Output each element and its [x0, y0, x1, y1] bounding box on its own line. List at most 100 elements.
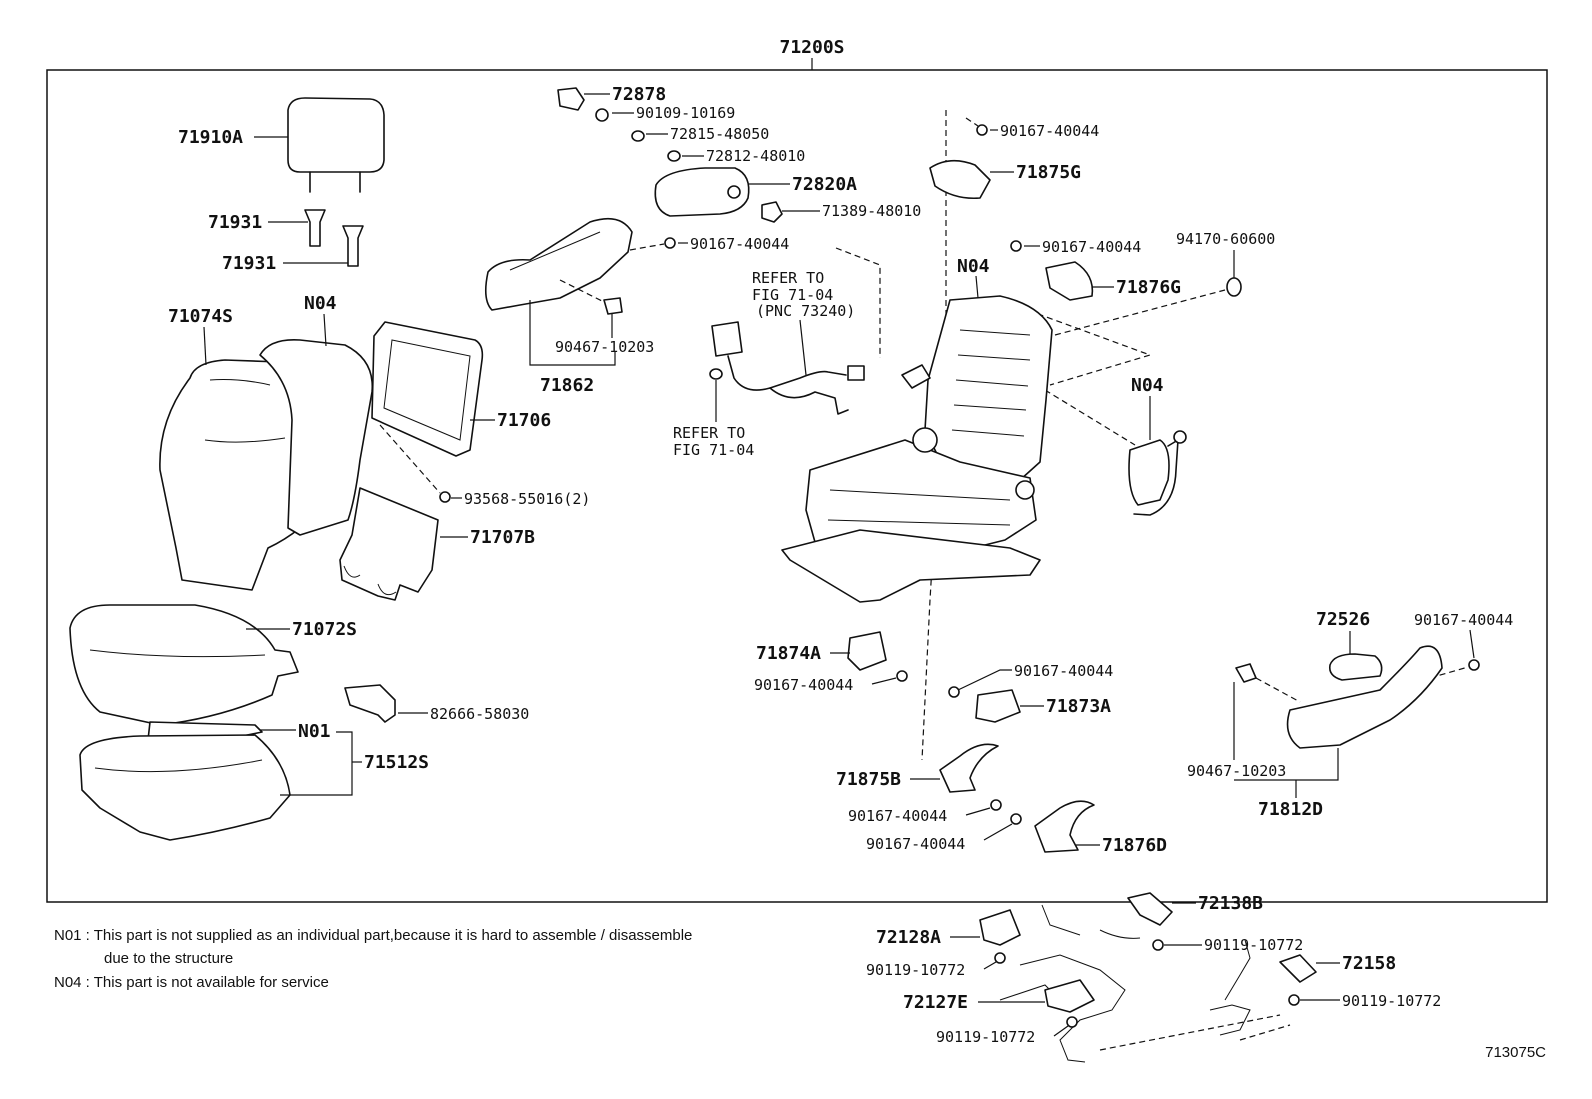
refer-bottom-line1: REFER TO: [673, 424, 745, 442]
label-90167a: 90167-40044: [690, 235, 789, 253]
label-71512S: 71512S: [364, 752, 429, 773]
clip-82666-drawing: [344, 684, 396, 723]
cushion-cover-drawing: [69, 604, 299, 726]
leader-90167h: [1469, 629, 1475, 659]
bracket-71812D: [1276, 748, 1339, 781]
label-N04a: N04: [304, 293, 337, 314]
cover-72158-drawing: [1279, 954, 1317, 983]
label-71910A: 71910A: [178, 127, 243, 148]
label-71931b: 71931: [222, 253, 276, 274]
washer-72812: [667, 150, 681, 162]
bolt-90119d: [1066, 1016, 1078, 1028]
cover-71874A-drawing: [847, 631, 887, 671]
refer-top-line1: REFER TO: [752, 269, 824, 287]
label-71706: 71706: [497, 410, 551, 431]
label-N04c: N04: [1131, 375, 1164, 396]
clip-90467b: [1235, 663, 1257, 683]
cap-71389-drawing: [761, 201, 783, 223]
dash-90167b: [965, 117, 979, 127]
dash-90167a: [629, 243, 665, 251]
lower-back-board-drawing: [339, 487, 439, 601]
refer-bottom-line2: FIG 71-04: [673, 441, 754, 459]
label-71876D: 71876D: [1102, 835, 1167, 856]
label-90167b: 90167-40044: [1000, 122, 1099, 140]
label-72128A: 72128A: [876, 927, 941, 948]
cover-72127E-drawing: [1044, 979, 1095, 1013]
leader-90167d: [871, 677, 897, 685]
label-72138B: 72138B: [1198, 893, 1263, 914]
washer-72815: [631, 130, 645, 142]
clip-94170: [1226, 277, 1242, 297]
label-90167h: 90167-40044: [1414, 611, 1513, 629]
bolt-90167f: [990, 799, 1002, 811]
dash-right-frame: [999, 299, 1152, 386]
cover-71876G-drawing: [1045, 261, 1094, 301]
seat-frame-drawing: [781, 295, 1053, 603]
belt-buckle-drawing: [711, 321, 865, 415]
cover-71873A-drawing: [975, 689, 1021, 723]
armrest-72820A-drawing: [654, 167, 750, 217]
bolt-90167d: [896, 670, 908, 682]
bracket-71512S: [280, 731, 353, 796]
screw-93568: [439, 491, 451, 503]
label-90167c: 90167-40044: [1042, 238, 1141, 256]
note-n01-line2: due to the structure: [104, 950, 233, 967]
clip-90467a-drawing: [603, 297, 623, 315]
seatback-cover-drawing: [159, 359, 304, 591]
bolt-90119b: [994, 952, 1006, 964]
dash-armrest: [835, 247, 881, 358]
cover-71876D-drawing: [1034, 800, 1095, 853]
dash-90167h: [1429, 666, 1469, 679]
label-72526: 72526: [1316, 609, 1370, 630]
cover-71812D-drawing: [1286, 645, 1443, 749]
label-N04b: N04: [957, 256, 990, 277]
label-71862: 71862: [540, 375, 594, 396]
label-71389: 71389-48010: [822, 202, 921, 220]
label-90167f: 90167-40044: [848, 807, 947, 825]
leader-90167g: [983, 823, 1013, 841]
bolt-90167c: [1010, 240, 1022, 252]
knob-72878-drawing: [557, 87, 585, 111]
bolt-90167g: [1010, 813, 1022, 825]
leader-71074S: [203, 326, 207, 366]
bolt-90119c: [1288, 994, 1300, 1006]
leader-90167f: [965, 807, 991, 816]
label-71875G: 71875G: [1016, 162, 1081, 183]
label-82666: 82666-58030: [430, 705, 529, 723]
label-72878: 72878: [612, 84, 666, 105]
label-71875B: 71875B: [836, 769, 901, 790]
bracket-71862: [529, 300, 616, 366]
label-90167e: 90167-40044: [1014, 662, 1113, 680]
label-71074S: 71074S: [168, 306, 233, 327]
label-71707B: 71707B: [470, 527, 535, 548]
label-71812D: 71812D: [1258, 799, 1323, 820]
label-71072S: 71072S: [292, 619, 357, 640]
cover-71875B-drawing: [939, 743, 999, 793]
leader-90119d: [1053, 1025, 1069, 1037]
label-72815: 72815-48050: [670, 125, 769, 143]
buckle-anchor: [709, 368, 723, 380]
assembly-frame: [46, 69, 1548, 903]
leader-refer-top: [799, 319, 807, 376]
label-71873A: 71873A: [1046, 696, 1111, 717]
label-90119a: 90119-10772: [1204, 936, 1303, 954]
label-71874A: 71874A: [756, 643, 821, 664]
bolt-90167h: [1468, 659, 1480, 671]
leader-N04a: [323, 313, 327, 347]
label-90109: 90109-10169: [636, 104, 735, 122]
leader-90167e: [957, 669, 1012, 691]
dash-n04c: [1044, 389, 1136, 446]
cover-72138B-drawing: [1127, 892, 1173, 926]
bolt-90167e: [948, 686, 960, 698]
label-71876G: 71876G: [1116, 277, 1181, 298]
label-90167d: 90167-40044: [754, 676, 853, 694]
seatback-pad-drawing: [259, 338, 374, 536]
cushion-pad-drawing: [79, 721, 291, 841]
label-N01: N01: [298, 721, 331, 742]
leader-90119b: [983, 961, 997, 970]
label-90119c: 90119-10772: [1342, 992, 1441, 1010]
refer-top-line2: FIG 71-04: [752, 286, 833, 304]
side-airbag-drawing: [1128, 430, 1187, 516]
bolt-90109: [595, 108, 609, 122]
